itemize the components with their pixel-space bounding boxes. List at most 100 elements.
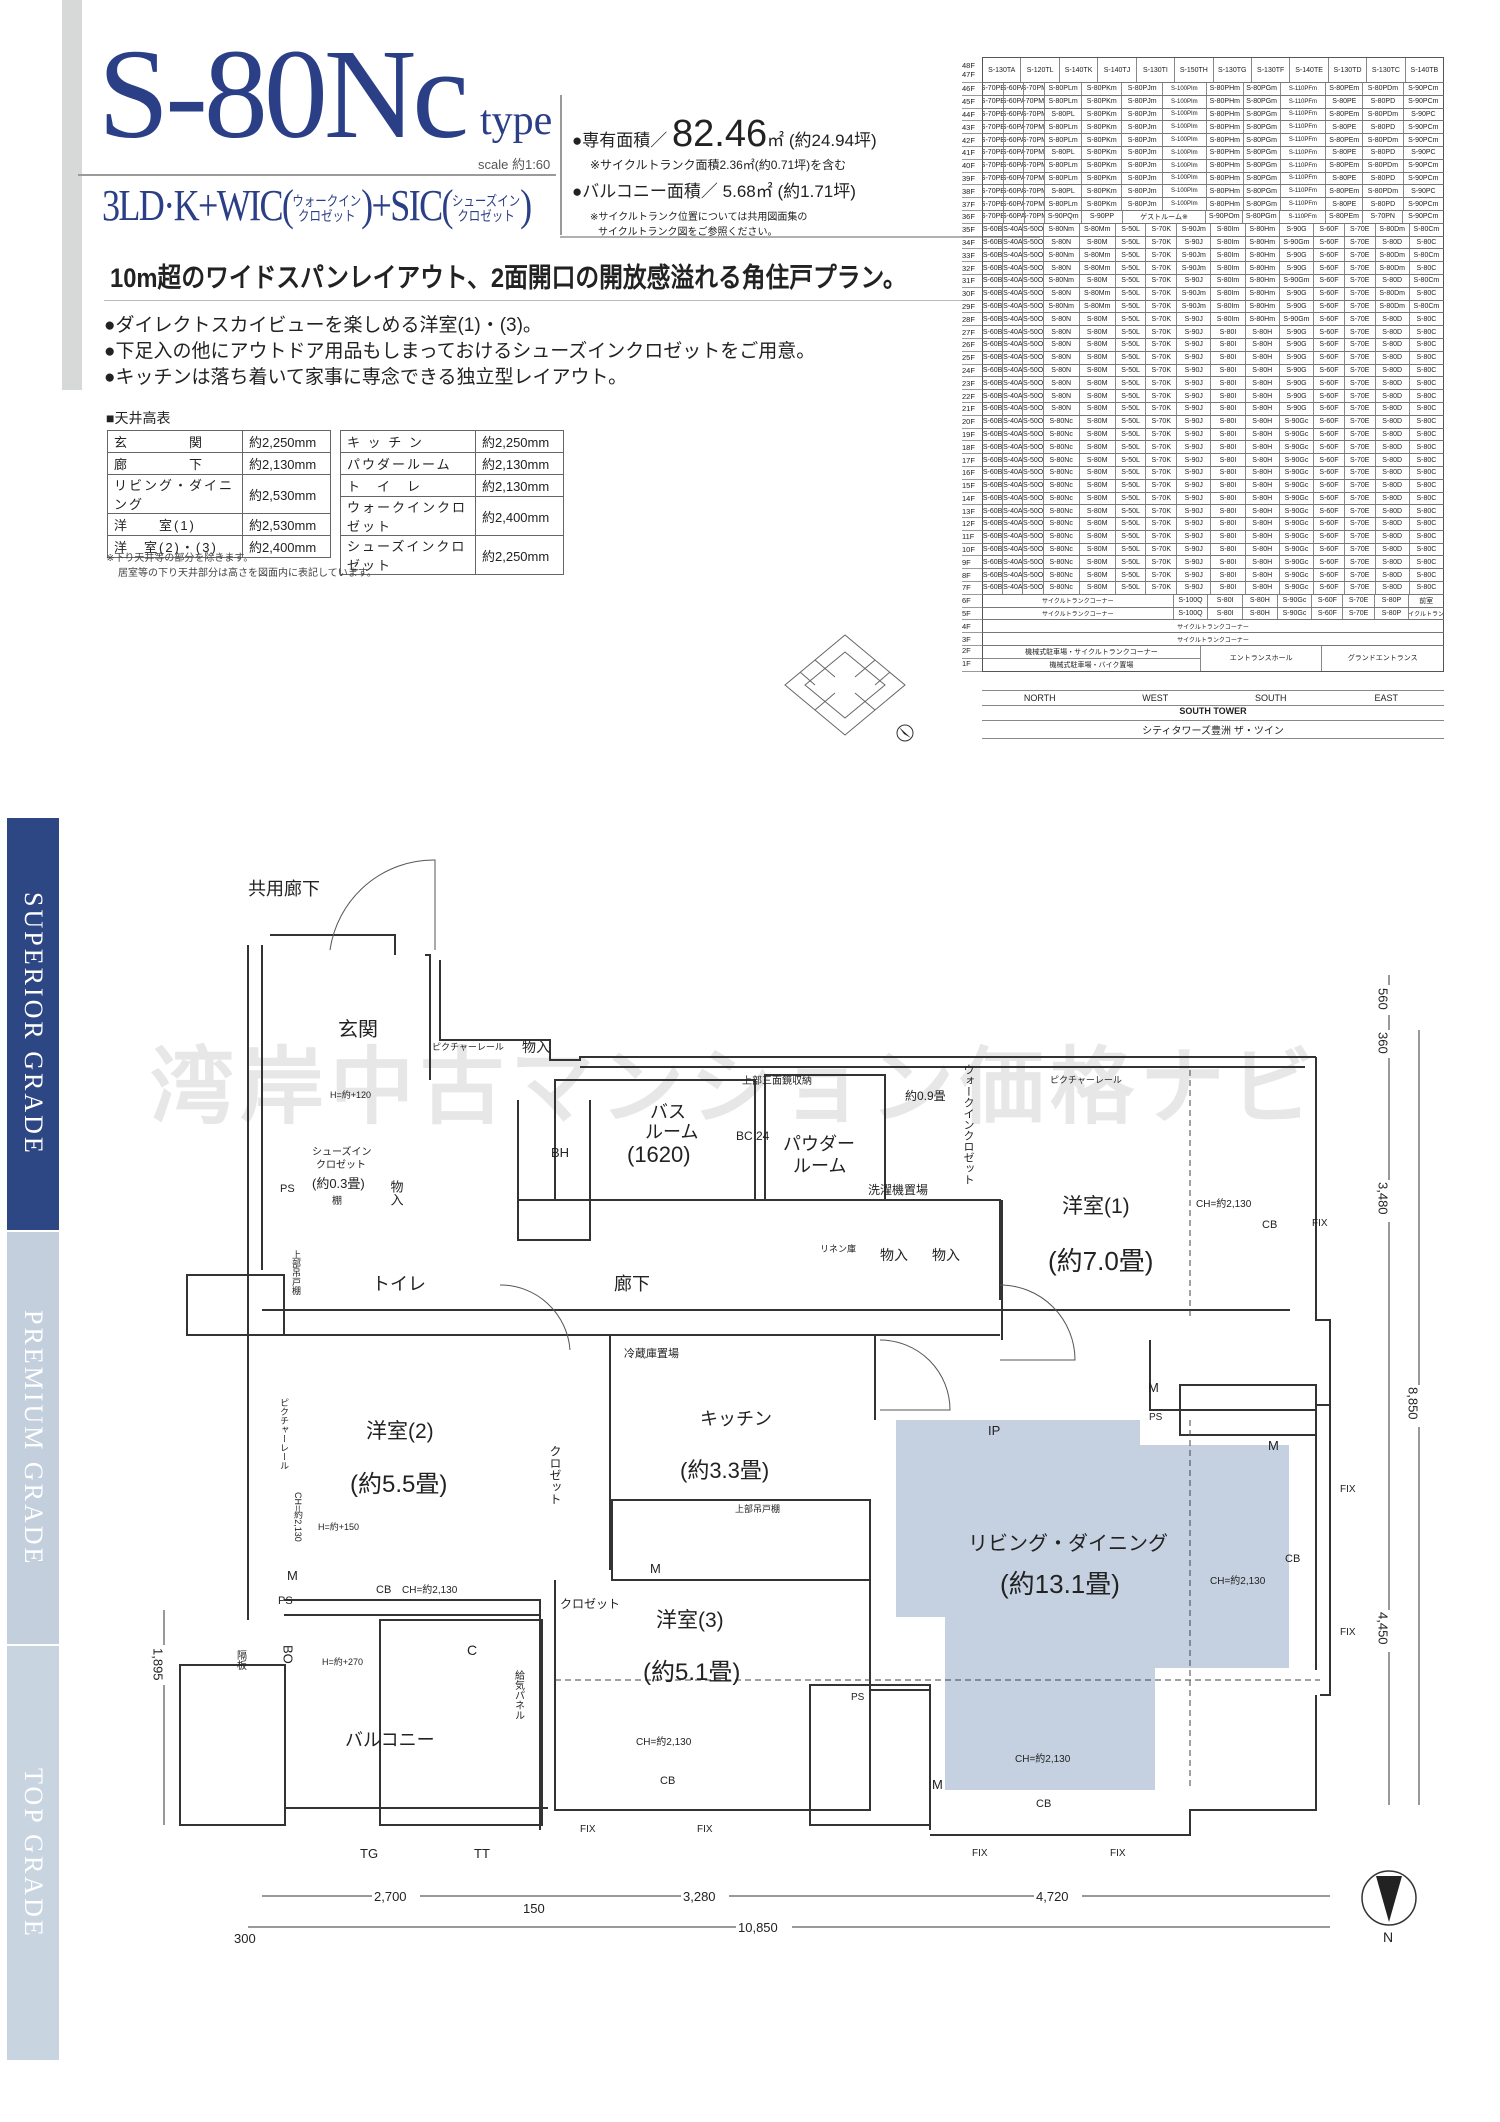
unit-type-cell: S-80PKm <box>1082 134 1123 146</box>
unit-type-cell: S-50O <box>1023 441 1044 454</box>
unit-type-cell: S-70E <box>1345 326 1376 338</box>
unit-type-cell: S-80I <box>1211 582 1246 594</box>
unit-type-cell: S-90Gm <box>1280 236 1315 249</box>
washer-space-label: 洗濯機置場 <box>868 1182 928 1197</box>
floor-number: 43F <box>962 122 975 132</box>
unit-type-cell: S-80C <box>1416 456 1437 464</box>
unit-type-cell: S-80PGm <box>1243 210 1281 223</box>
unit-type-cell: S-70E <box>1345 441 1376 454</box>
powder-room-label: ルーム <box>793 1156 846 1176</box>
sic-note-1: シューズイン <box>451 194 521 210</box>
unit-type-cell: S-60PA <box>1004 108 1025 121</box>
tg-label: TG <box>360 1846 378 1861</box>
unit-type-cell: S-90Gc <box>1280 556 1315 569</box>
floor-number: 7F <box>962 583 971 593</box>
unit-type-cell: S-70PB <box>983 108 1004 121</box>
unit-type-cell: S-140TJ <box>1098 58 1137 82</box>
unit-type-cell: S-50O <box>1023 402 1044 415</box>
floor-number: 22F <box>962 391 975 401</box>
unit-type-cell: S-80PKm <box>1082 172 1123 185</box>
floor-label: 34F <box>962 237 982 250</box>
unit-type-cell: S-50O <box>1023 338 1044 351</box>
unit-type-cell: S-70K <box>1146 543 1178 556</box>
unit-type-cell: S-60PA <box>1004 172 1025 185</box>
unit-type-cell: S-70E <box>1345 569 1376 582</box>
unit-type-cell: S-90Gc <box>1280 479 1315 492</box>
floor-number: 42F <box>962 135 975 145</box>
unit-type-cell: S-80C <box>1416 546 1437 554</box>
unit-type-cell: S-80C <box>1416 354 1437 362</box>
unit-type-cell: S-90J <box>1177 582 1212 594</box>
unit-type-cell: S-80C <box>1416 494 1437 502</box>
unit-type-cell: S-70E <box>1345 262 1376 274</box>
unit-type-cell: S-90G <box>1280 402 1315 415</box>
unit-type-cell: S-90Gc <box>1280 543 1315 556</box>
unit-type-cell: S-60B <box>983 364 1004 377</box>
floor-number: 24F <box>962 365 975 375</box>
unit-type-cell: S-40A <box>1003 313 1024 326</box>
unit-type-cell: S-80Mm <box>1080 287 1116 300</box>
floor-cells: S-70PBS-60PAS-70PMmS-80PLmS-80PKmS-80PJm… <box>982 121 1444 135</box>
unit-type-cell: S-80D <box>1376 236 1410 249</box>
floor-cells: サイクルトランクコーナー <box>982 633 1444 647</box>
unit-type-cell: S-70PM <box>1024 185 1046 198</box>
floor-number: 20F <box>962 417 975 427</box>
floor-cells: S-70PBS-60PAS-70PMS-90PQmS-90PPゲストルーム※S-… <box>982 210 1444 224</box>
floor-label: 13F <box>962 505 982 519</box>
trunk-note-2: サイクルトランク図をご参照ください。 <box>598 227 778 238</box>
ceiling-row: シューズインクロゼット約2,250mm <box>340 535 564 575</box>
unit-type-cell: S-80N <box>1044 364 1080 377</box>
unit-type-cell: S-40A <box>1003 326 1024 338</box>
unit-type-cell: S-90Jm <box>1177 223 1212 236</box>
unit-type-cell: S-80Dm <box>1376 287 1410 300</box>
parking-cell: 機械式駐車場・バイク置場 <box>1049 661 1134 669</box>
unit-type-cell: S-60B <box>983 223 1004 236</box>
unit-type-cell: S-140TB <box>1410 66 1439 74</box>
unit-type-cell: S-80D <box>1376 466 1410 479</box>
floor-label: 22F <box>962 390 982 403</box>
unit-type-cell: S-40A <box>1003 505 1024 518</box>
unit-type-cell: S-80M <box>1080 479 1116 492</box>
unit-type-cell: S-80I <box>1211 364 1246 377</box>
unit-type-cell: S-40A <box>1003 441 1024 454</box>
unit-type-cell: S-110PFm <box>1281 172 1327 185</box>
unit-type-cell: S-90Gc <box>1280 492 1315 505</box>
unit-type-cell: S-80PHm <box>1207 172 1244 185</box>
floor-label: 11F <box>962 531 982 544</box>
floor-row: 40FS-70PBS-60PAS-70PMS-80PLmS-80PKmS-80P… <box>962 159 1444 173</box>
unit-type-cell: S-60PA <box>1004 198 1025 210</box>
unit-type-cell: S-80C <box>1416 315 1437 323</box>
unit-type-cell: S-40A <box>1003 582 1024 594</box>
unit-type-cell: S-80Nc <box>1044 415 1080 428</box>
tt-label: TT <box>474 1846 490 1861</box>
unit-type-cell: S-90J <box>1177 364 1212 377</box>
unit-type-cell: S-130TA <box>983 58 1022 82</box>
unit-type-cell: S-60B <box>983 262 1004 274</box>
unit-type-cell: S-80N <box>1044 262 1080 274</box>
unit-type-cell: S-70E <box>1345 223 1376 236</box>
unit-type-cell: S-70K <box>1146 249 1178 262</box>
balcony-label: バルコニー <box>345 1730 435 1750</box>
unit-type-cell: S-130TG <box>1214 58 1252 82</box>
floor-row: 45FS-70PBS-60PAS-70PMmS-80PLmS-80PKmS-80… <box>962 95 1444 109</box>
unit-type-cell: S-90PCm <box>1408 174 1439 182</box>
floor-label: 41F <box>962 147 982 160</box>
unit-type-cell: S-80D <box>1376 415 1410 428</box>
unit-type-cell: S-60F <box>1314 569 1345 582</box>
ceiling-room: キ ッ チ ン <box>340 430 476 453</box>
unit-type-cell: S-40A <box>1003 223 1024 236</box>
unit-type-cell: S-70E <box>1345 556 1376 569</box>
unit-type-cell: S-50O <box>1023 505 1044 518</box>
unit-type-cell: S-50L <box>1116 377 1147 390</box>
unit-type-cell: S-80H <box>1246 402 1280 415</box>
balcony-area-label: ●バルコニー面積／ <box>572 182 718 201</box>
unit-type-cell: S-80PJm <box>1122 198 1163 210</box>
unit-type-cell: S-80H <box>1246 326 1280 338</box>
